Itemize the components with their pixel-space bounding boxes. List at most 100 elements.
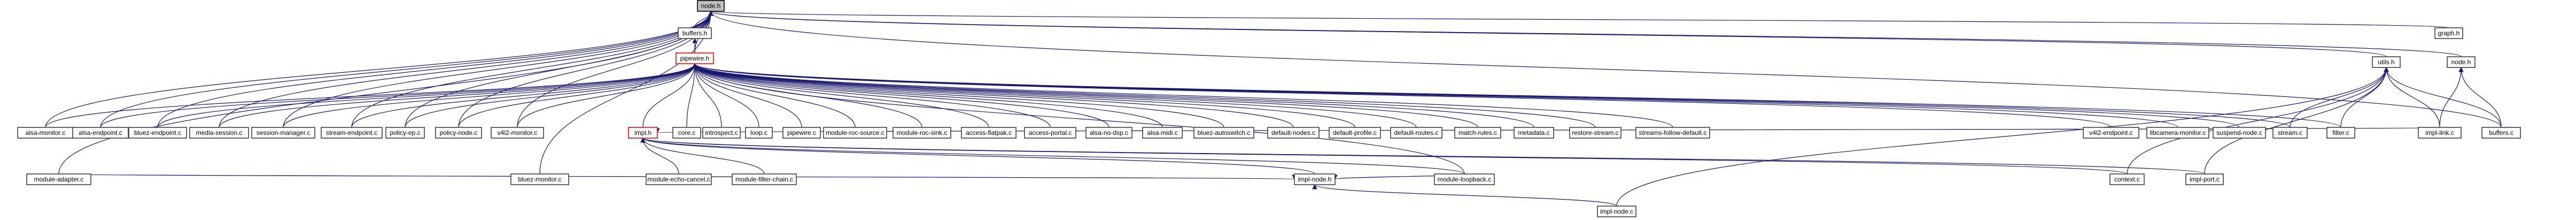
node-box[interactable] [1569,127,1621,139]
graph-node-alsa-midi-c[interactable]: alsa-midi.c [1142,127,1183,139]
node-box[interactable] [1024,127,1076,139]
node-box[interactable] [1434,173,1495,185]
graph-node-session-manager-c[interactable]: session-manager.c [251,127,315,139]
graph-node-access-flatpak-c[interactable]: access-flatpak.c [961,127,1017,139]
graph-node-loop-c[interactable]: loop.c [745,127,773,139]
graph-node-suspend-node-c[interactable]: suspend-node.c [2213,127,2266,139]
graph-node-impl-port-c[interactable]: impl-port.c [2185,173,2224,185]
graph-node-module-filter-chain-c[interactable]: module-filter-chain.c [732,173,797,185]
node-box[interactable] [1085,127,1132,139]
graph-node-impl-link-c[interactable]: impl-link.c [2418,127,2462,139]
graph-node-module-loopback-c[interactable]: module-loopback.c [1434,173,1495,185]
graph-node-alsa-no-dsp-c[interactable]: alsa-no-dsp.c [1085,127,1132,139]
graph-node-impl-node-h[interactable]: impl-node.h [1294,173,1336,185]
graph-node-policy-node-c[interactable]: policy-node.c [435,127,482,139]
graph-node-default-profile-c[interactable]: default-profile.c [1329,127,1381,139]
node-box[interactable] [251,127,315,139]
graph-node-metadata-c[interactable]: metadata.c [1514,127,1554,139]
graph-node-utils-h[interactable]: utils.h [2372,56,2401,68]
node-box[interactable] [1142,127,1183,139]
graph-node-media-session-c[interactable]: media-session.c [189,127,249,139]
graph-node-module-echo-cancel-c[interactable]: module-echo-cancel.c [646,173,712,185]
graph-node-module-adapter-c[interactable]: module-adapter.c [26,173,91,185]
graph-node-default-nodes-c[interactable]: default-nodes.c [1267,127,1320,139]
node-box[interactable] [491,127,544,139]
node-box[interactable] [1635,127,1710,139]
node-box[interactable] [2434,27,2463,39]
edge-alsa_midi_c-to-pipewire_h [692,63,1163,128]
graph-node-graph-h[interactable]: graph.h [2434,27,2463,39]
graph-node-v4l2-endpoint-c[interactable]: v4l2-endpoint.c [2083,127,2139,139]
node-box[interactable] [782,127,821,139]
node-box[interactable] [2185,173,2224,185]
node-box[interactable] [72,127,129,139]
graph-node-alsa-monitor-c[interactable]: alsa-monitor.c [17,127,74,139]
node-box[interactable] [732,173,797,185]
node-box[interactable] [823,127,887,139]
node-box[interactable] [678,27,712,39]
node-box[interactable] [745,127,773,139]
graph-node-bluez-autoswitch-c[interactable]: bluez-autoswitch.c [1193,127,1254,139]
graph-node-module-roc-sink-c[interactable]: module-roc-sink.c [893,127,951,139]
graph-node-core-c[interactable]: core.c [672,127,701,139]
node-box[interactable] [2418,127,2462,139]
graph-node-access-portal-c[interactable]: access-portal.c [1024,127,1076,139]
node-box[interactable] [2447,56,2476,68]
graph-node-v4l2-monitor-c[interactable]: v4l2-monitor.c [491,127,544,139]
node-box[interactable] [961,127,1017,139]
graph-node-alsa-endpoint-c[interactable]: alsa-endpoint.c [72,127,129,139]
node-box[interactable] [26,173,91,185]
graph-node-node-h[interactable]: node.h [697,0,725,12]
graph-node-context-c[interactable]: context.c [2109,173,2145,185]
graph-node-restore-stream-c[interactable]: restore-stream.c [1569,127,1621,139]
graph-node-policy-ep-c[interactable]: policy-ep.c [385,127,425,139]
node-box[interactable] [1294,173,1336,185]
node-box[interactable] [1597,206,1636,217]
graph-node-stream-c[interactable]: stream.c [2272,127,2308,139]
graph-node-streams-follow-default-c[interactable]: streams-follow-default.c [1635,127,1710,139]
graph-node-pipewire-h[interactable]: pipewire.h [676,52,714,64]
node-box[interactable] [628,127,658,139]
node-box[interactable] [1454,127,1501,139]
node-box[interactable] [2326,127,2355,139]
node-box[interactable] [893,127,951,139]
node-box[interactable] [2481,127,2521,139]
node-box[interactable] [385,127,425,139]
graph-node-stream-endpoint-c[interactable]: stream-endpoint.c [321,127,383,139]
graph-node-introspect-c[interactable]: introspect.c [702,127,741,139]
node-box[interactable] [646,173,712,185]
graph-node-module-roc-source-c[interactable]: module-roc-source.c [823,127,887,139]
node-box[interactable] [2372,56,2401,68]
node-box[interactable] [1193,127,1254,139]
node-box[interactable] [676,52,714,64]
node-box[interactable] [1267,127,1320,139]
node-box[interactable] [1390,127,1442,139]
graph-node-impl-h[interactable]: impl.h [628,127,658,139]
graph-node-bluez-monitor-c[interactable]: bluez-monitor.c [510,173,569,185]
node-box[interactable] [672,127,701,139]
graph-node-filter-c[interactable]: filter.c [2326,127,2355,139]
graph-node-default-routes-c[interactable]: default-routes.c [1390,127,1442,139]
node-box[interactable] [2146,127,2209,139]
graph-node-buffers-c[interactable]: buffers.c [2481,127,2521,139]
graph-node-bluez-endpoint-c[interactable]: bluez-endpoint.c [128,127,187,139]
node-box[interactable] [697,0,725,12]
node-box[interactable] [702,127,741,139]
graph-node-buffers-h[interactable]: buffers.h [678,27,712,39]
node-box[interactable] [2109,173,2145,185]
graph-node-match-rules-c[interactable]: match-rules.c [1454,127,1501,139]
node-box[interactable] [2083,127,2139,139]
node-box[interactable] [510,173,569,185]
graph-node-node-h2[interactable]: node.h [2447,56,2476,68]
node-box[interactable] [1514,127,1554,139]
node-box[interactable] [2272,127,2308,139]
node-box[interactable] [321,127,383,139]
graph-node-pipewire-c[interactable]: pipewire.c [782,127,821,139]
node-box[interactable] [128,127,187,139]
node-box[interactable] [1329,127,1381,139]
graph-node-impl-node-c[interactable]: impl-node.c [1597,206,1636,217]
node-box[interactable] [435,127,482,139]
node-box[interactable] [189,127,249,139]
node-box[interactable] [2213,127,2266,139]
graph-node-libcamera-monitor-c[interactable]: libcamera-monitor.c [2146,127,2209,139]
